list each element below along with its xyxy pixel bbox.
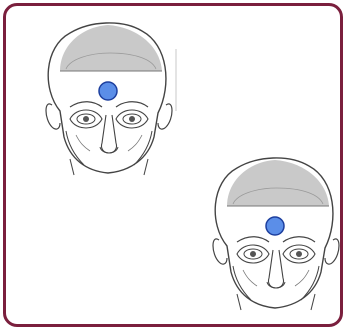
head-diagram-bottom-right	[197, 154, 343, 312]
head-diagram-top-left	[30, 19, 180, 177]
forehead-point-marker	[99, 82, 117, 100]
forehead-point-marker	[266, 217, 284, 235]
illustration-card	[3, 3, 343, 327]
